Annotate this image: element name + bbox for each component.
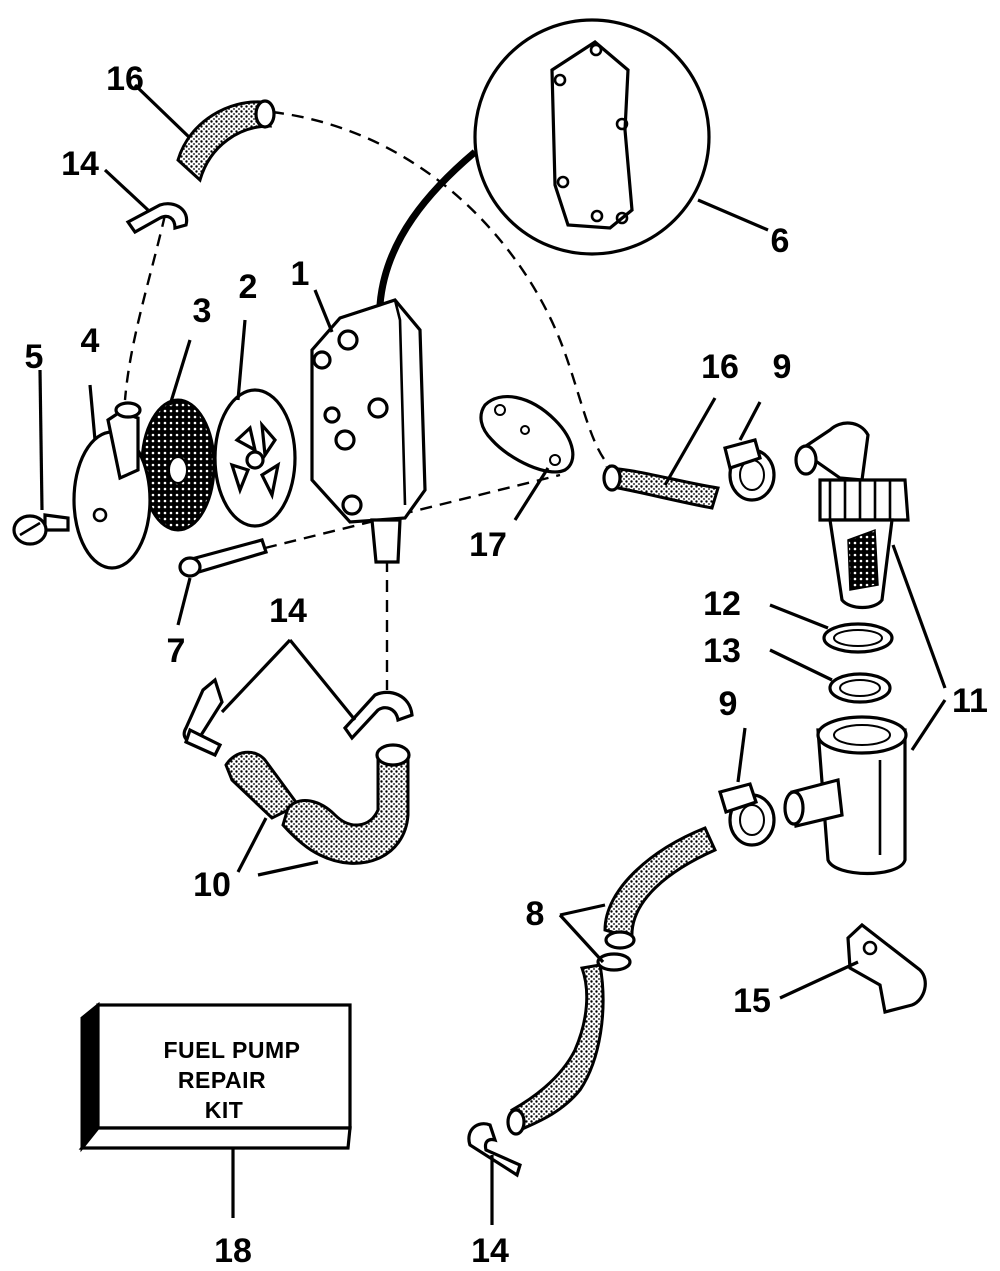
part-16-hose-top — [133, 83, 276, 183]
callout-1: 1 — [291, 255, 310, 293]
callout-10: 10 — [193, 866, 231, 904]
part-17-gasket — [479, 395, 575, 521]
callout-17: 17 — [469, 526, 507, 564]
part-5-screw — [12, 369, 70, 546]
callout-2: 2 — [239, 268, 258, 306]
callout-8: 8 — [526, 895, 545, 933]
part-9-clamp-top — [723, 401, 776, 502]
callout-5: 5 — [25, 338, 44, 376]
part-7-pin — [176, 538, 269, 626]
kit-label-line3: KIT — [205, 1097, 244, 1123]
callout-7: 7 — [167, 632, 186, 670]
part-15-bracket — [779, 922, 927, 1014]
part-10-hoses — [224, 743, 411, 877]
kit-label-line2: REPAIR — [178, 1067, 266, 1093]
part-18-repair-kit-box: FUEL PUMP REPAIR KIT — [78, 1001, 352, 1218]
callout-3: 3 — [193, 292, 212, 330]
part-14-clamp-mid-left — [182, 677, 224, 758]
callout-6: 6 — [771, 222, 790, 260]
part-4-pump-cover — [72, 384, 152, 570]
part-12-seal — [769, 603, 894, 654]
callout-9-top: 9 — [773, 348, 792, 386]
callout-9-bottom: 9 — [719, 685, 738, 723]
callout-15: 15 — [733, 982, 771, 1020]
part-13-seal — [769, 648, 892, 704]
callout-14-top: 14 — [61, 145, 99, 183]
callout-labels: 1 2 3 4 5 6 7 8 9 9 10 11 12 13 14 14 14… — [25, 60, 988, 1270]
callout-18: 18 — [214, 1232, 252, 1270]
part-8-hoses — [506, 826, 717, 1136]
part-6-gasket-detail — [376, 18, 769, 306]
kit-label-line1: FUEL PUMP — [164, 1037, 301, 1063]
part-14-clamp-mid-right — [220, 638, 414, 741]
callout-13: 13 — [703, 632, 741, 670]
callout-14-bottom: 14 — [471, 1232, 509, 1270]
callout-16-right: 16 — [701, 348, 739, 386]
callout-14-mid: 14 — [269, 592, 307, 630]
assembly-guide-lines — [123, 110, 613, 690]
part-14-clamp-top — [103, 168, 189, 235]
part-11-fuel-filter — [783, 421, 947, 875]
callout-16-top: 16 — [106, 60, 144, 98]
part-2-diaphragm — [213, 319, 297, 528]
part-1-pump-body — [310, 289, 427, 564]
part-9-clamp-bottom — [717, 727, 776, 847]
part-3-screen — [140, 339, 216, 532]
part-16-hose-right — [602, 397, 720, 510]
part-14-clamp-bottom — [467, 1122, 522, 1225]
callout-11: 11 — [952, 682, 988, 720]
callout-12: 12 — [703, 585, 741, 623]
callout-4: 4 — [81, 322, 100, 360]
